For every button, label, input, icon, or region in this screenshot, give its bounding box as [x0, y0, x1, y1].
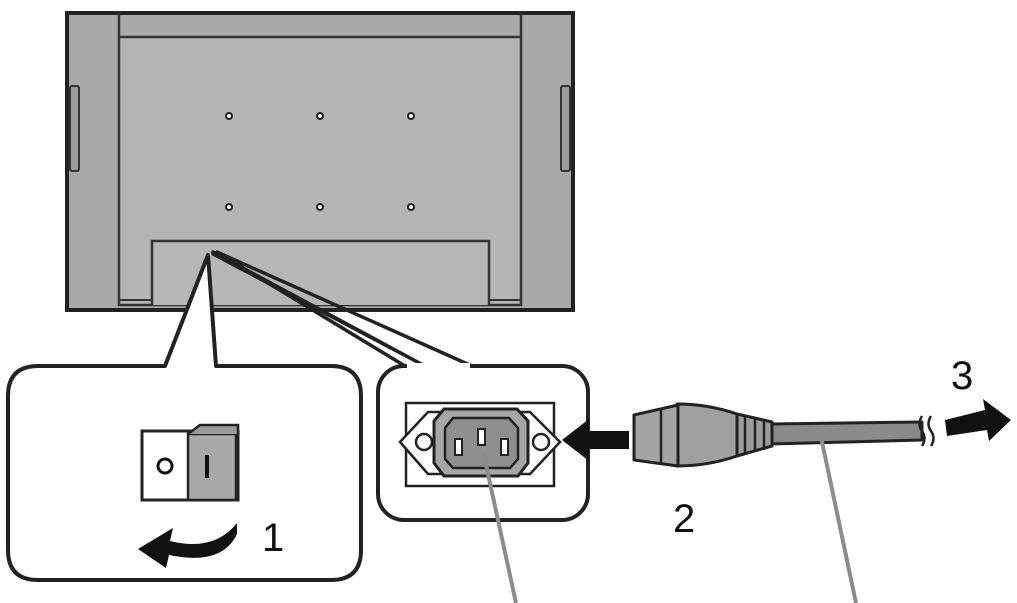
step-2-label: 2 — [673, 497, 695, 541]
cable-leader-line — [819, 436, 858, 603]
switch-callout — [6, 253, 363, 582]
ac-inlet-icon — [398, 401, 562, 488]
inlet-leader-line — [481, 450, 518, 603]
curved-arrow-icon — [138, 523, 237, 568]
vesa-holes — [225, 112, 415, 211]
monitor-rear-icon — [65, 11, 575, 312]
rocker-switch-icon — [140, 423, 240, 502]
power-plug-icon — [632, 402, 935, 468]
outlet-arrow-icon — [945, 399, 1011, 441]
insert-arrow-icon — [562, 419, 629, 461]
step-1-label: 1 — [262, 516, 284, 560]
step-3-label: 3 — [951, 354, 973, 398]
